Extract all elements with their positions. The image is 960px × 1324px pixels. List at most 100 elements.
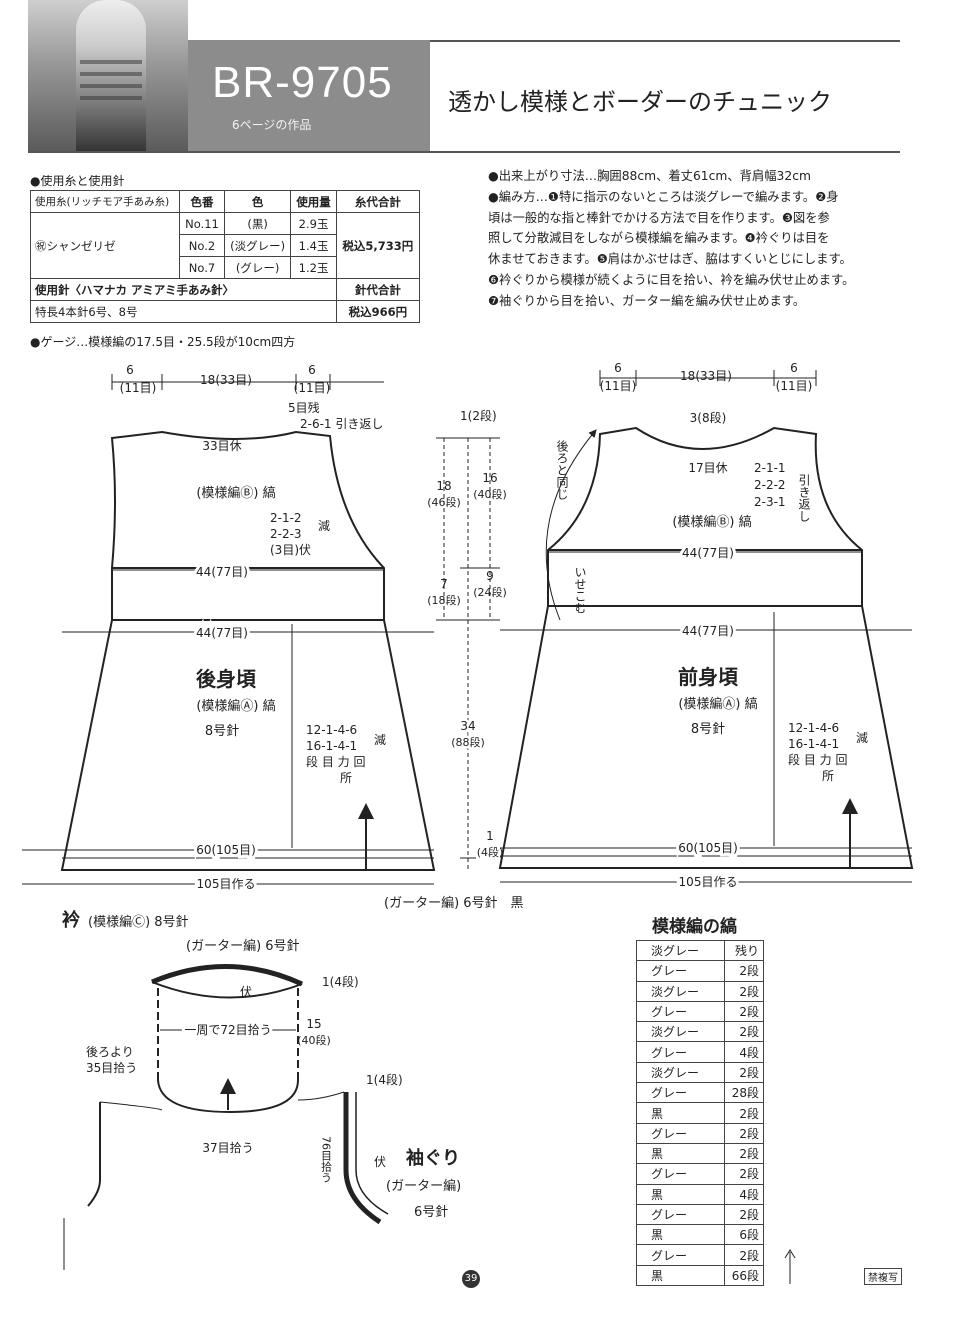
stripe-color: 淡グレー — [636, 1021, 725, 1043]
stripe-rows: 4段 — [724, 1183, 764, 1205]
method-line: ●出来上がり寸法…胸囲88cm、着丈61cm、背肩幅32cm — [488, 169, 811, 183]
yoke-upper-label: (40段) — [473, 487, 507, 501]
yoke-lower-label: (24段) — [473, 585, 507, 599]
front-body-diagram: 6 (11目) 18(33目) 6 (11目) 3(8段) 後ろと同じ 17目休… — [498, 361, 914, 892]
photo-stripe — [80, 60, 142, 64]
color-no: No.2 — [179, 234, 225, 257]
amount: 2.9玉 — [290, 212, 337, 235]
stripe-rows: 28段 — [724, 1082, 764, 1104]
needle-label: 使用針〈ハマナカ アミアミ手あみ針〉 — [30, 278, 337, 301]
pattern-subcode: 6ページの作品 — [232, 118, 312, 132]
stripe-table-title: 模様編の縞 — [652, 917, 737, 937]
stripe-color: グレー — [636, 960, 725, 982]
left-front-edge — [87, 1102, 101, 1207]
front-body-top-width: 44(77目) — [682, 624, 734, 638]
table-row: 使用針〈ハマナカ アミアミ手あみ針〉 針代合計 — [30, 278, 421, 301]
front-neck-curve — [297, 1091, 345, 1101]
needle-total-label: 針代合計 — [335, 278, 421, 301]
needle-spec: 特長4本針6号、8号 — [30, 300, 337, 323]
stripe-rows: 残り — [724, 939, 764, 962]
stripe-rows: 2段 — [724, 1244, 764, 1266]
yarn-name: ㊗シャンゼリゼ — [29, 212, 181, 279]
stripe-color: 淡グレー — [636, 1061, 725, 1084]
needle-total: 税込966円 — [335, 300, 421, 323]
yoke-upper-label: 16 — [482, 471, 497, 485]
table-row: 淡グレー残り — [636, 939, 764, 962]
front-neck-depth: 3(8段) — [690, 410, 727, 425]
front-dim-label: (11目) — [776, 379, 813, 393]
yoke-lower-total-label: (18段) — [427, 593, 461, 607]
method-line: ❼袖ぐりから目を拾い、ガーター編を編み伏せ止めます。 — [488, 293, 806, 308]
stripe-rows: 2段 — [724, 980, 764, 1002]
hem-rows-label: 1 — [486, 829, 494, 843]
back-shoulder-note: 2-6-1 引き返し — [300, 417, 383, 431]
collar-length: 15 — [306, 1017, 321, 1031]
gauge-text: ●ゲージ…模様編の17.5目・25.5段が10cm四方 — [30, 335, 296, 349]
stripe-color: グレー — [636, 1163, 725, 1185]
yoke-total-label: (46段) — [427, 495, 461, 509]
front-body-name: 前身頃 — [678, 665, 739, 689]
method-line: 休ませておきます。❺肩はかぶせはぎ、脇はすくいとじにします。 — [488, 252, 852, 267]
front-neck-dec: 2-3-1 — [754, 495, 786, 509]
photo-stripe — [80, 96, 142, 100]
front-body-outline — [498, 605, 914, 869]
front-cast-on: 105目作る — [679, 875, 738, 889]
back-body-name: 後身頃 — [196, 667, 257, 691]
photo-stripe — [80, 72, 142, 76]
collar-round-pick: 一周で72目拾う — [184, 1022, 271, 1037]
armhole-band — [343, 1092, 382, 1225]
stripe-color: グレー — [636, 1244, 725, 1266]
back-stripe-b: (模様編Ⓑ) 縞 — [196, 485, 275, 501]
top-rows-label: 1(2段) — [460, 408, 497, 423]
back-neck-rest: 33目休 — [202, 439, 241, 453]
front-dim-label: 6 — [614, 361, 622, 375]
amount: 1.2玉 — [290, 256, 337, 279]
stripe-color: 黒 — [636, 1183, 725, 1205]
table-row: 使用糸(リッチモア手あみ糸) 色番 色 使用量 糸代合計 — [29, 190, 421, 213]
page-number: 39 — [462, 1270, 480, 1288]
back-armhole-dec: (3目)伏 — [270, 543, 311, 557]
front-isekomu: いせこむ — [573, 566, 587, 614]
back-needle: 8号針 — [205, 724, 239, 739]
color-name: (淡グレー) — [223, 234, 292, 257]
back-dim-label: (11目) — [120, 381, 157, 395]
collar-length: (40段) — [297, 1033, 331, 1047]
armhole-pick: 76目拾う — [320, 1136, 333, 1183]
yoke-total-label: 18 — [436, 479, 451, 493]
back-body-dec: 段 目 力 回 — [306, 754, 365, 769]
yarn-section-label: ●使用糸と使用針 — [30, 174, 125, 188]
armhole-rows: 1(4段) — [366, 1072, 403, 1087]
back-armhole-dec: 2-1-2 — [270, 511, 302, 525]
yarn-total-head: 糸代合計 — [335, 190, 421, 213]
stripe-color: グレー — [636, 1203, 725, 1226]
method-line: 頃は一般的な指と棒針でかける方法で目を作ります。❸図を参 — [488, 210, 830, 225]
back-dim-label: 6 — [308, 363, 316, 377]
back-body-outline — [60, 619, 436, 871]
back-yoke-width: 44(77目) — [196, 565, 248, 579]
amount: 1.4玉 — [290, 234, 337, 257]
back-dim-label: (11目) — [294, 381, 331, 395]
front-yoke-outline — [547, 426, 863, 607]
back-cast-on: 105目作る — [197, 877, 256, 891]
back-body-top-width: 44(77目) — [196, 626, 248, 640]
header-rule-bottom — [28, 151, 900, 153]
collar-garter: (ガーター編) 6号針 — [186, 938, 300, 954]
stripe-color: 黒 — [636, 1102, 725, 1124]
header-rule-top — [430, 40, 900, 42]
collar-back-pick: 後ろより — [86, 1045, 134, 1059]
back-shoulder-note: 5目残 — [288, 401, 320, 415]
collar-bottom — [157, 1079, 299, 1114]
method-line: ●編み方…❶特に指示のないところは淡グレーで編みます。❷身 — [488, 189, 839, 204]
front-body-dec: 16-1-4-1 — [788, 737, 839, 751]
